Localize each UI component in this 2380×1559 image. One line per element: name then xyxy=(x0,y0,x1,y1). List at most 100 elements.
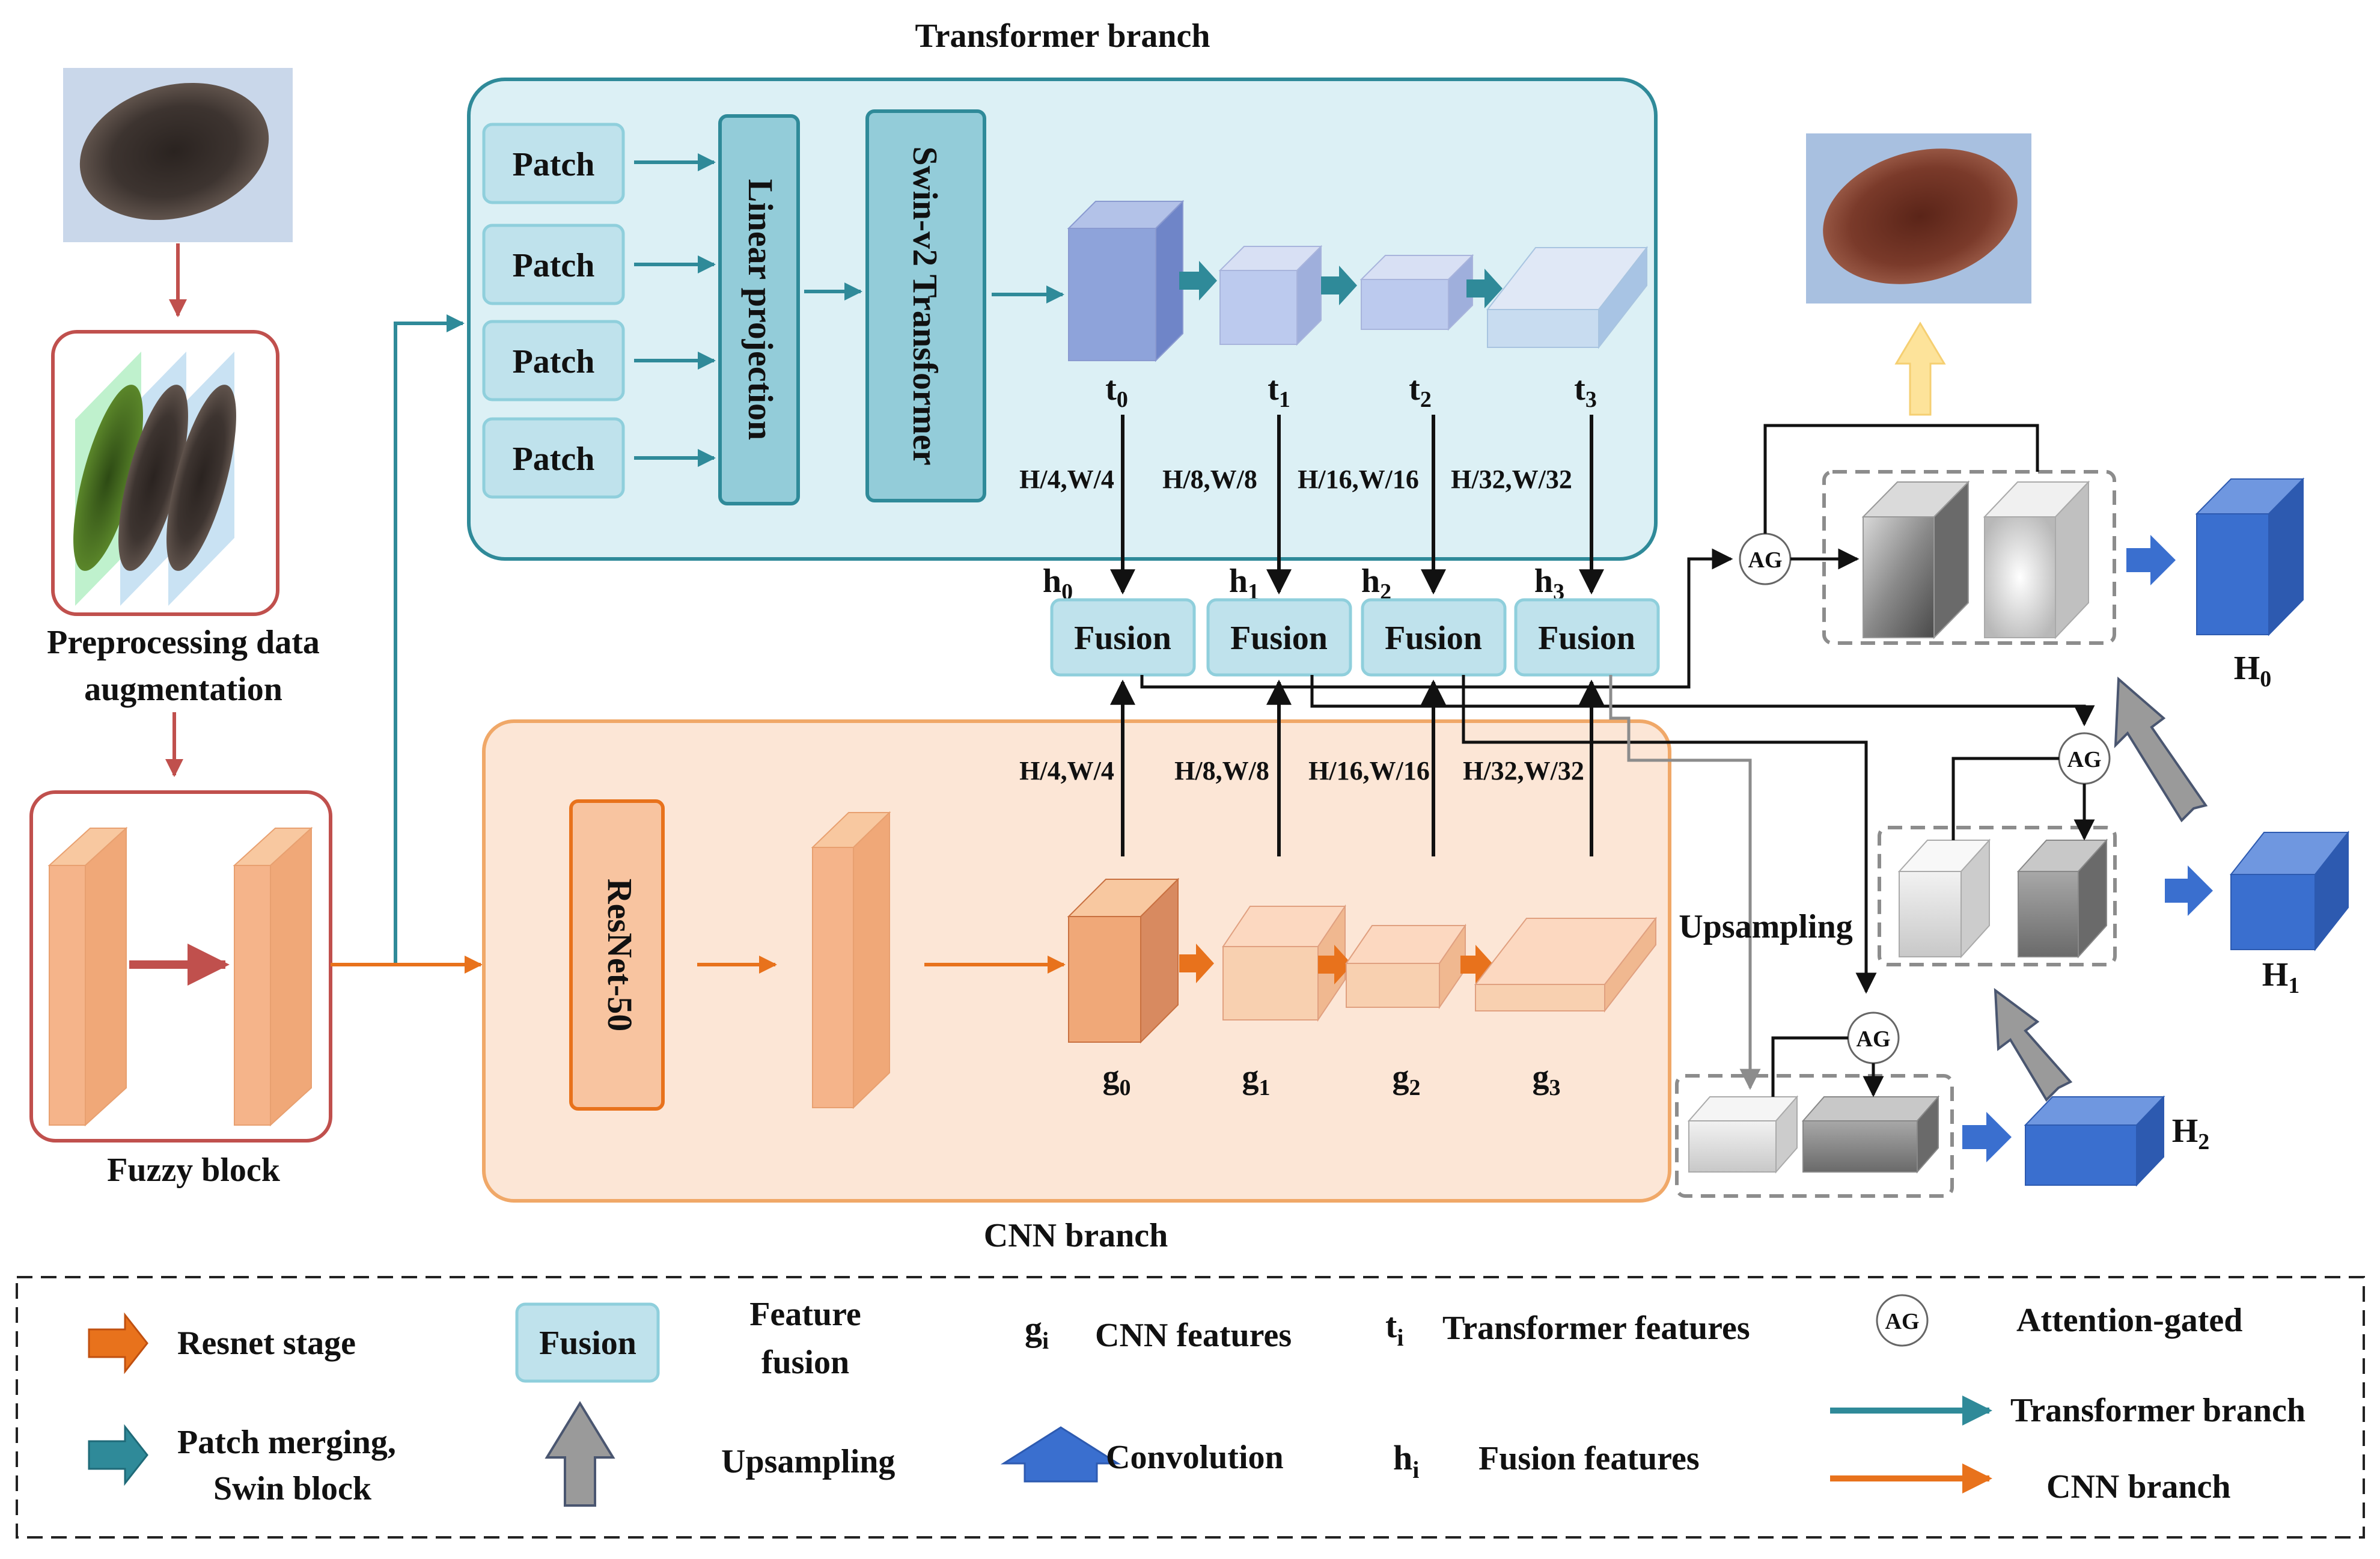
fusion-label-3: Fusion xyxy=(1538,620,1635,657)
legend-fusion-box-label: Fusion xyxy=(539,1325,636,1362)
conv-arrow-1 xyxy=(2165,865,2213,916)
gray-cube-2a xyxy=(1687,1095,1799,1174)
g-res-label-1: H/8,W/8 xyxy=(1174,756,1269,786)
decoder-box-2 xyxy=(1675,1074,1954,1198)
gray-cube-0b xyxy=(1983,480,2090,639)
patch-box-2 xyxy=(482,224,625,305)
resnet-block xyxy=(569,799,665,1111)
cnn-branch-title: CNN branch xyxy=(984,1217,1168,1254)
fuzzy-block-label: Fuzzy block xyxy=(107,1152,281,1189)
linear-projection-label: Linear projection xyxy=(741,179,780,440)
fusion-label-1: Fusion xyxy=(1230,620,1328,657)
t0-label: t0 xyxy=(1105,370,1128,412)
legend-patch-merging-1: Patch merging, xyxy=(177,1424,396,1461)
patch-label-2: Patch xyxy=(513,247,595,284)
preprocessing-label-1: Preprocessing data xyxy=(47,624,320,661)
route-h0-to-ag0 xyxy=(1140,548,1733,689)
fusion-box-0 xyxy=(1050,598,1196,677)
output-cube-h0 xyxy=(2195,477,2305,636)
legend-transformer-features-label: Transformer features xyxy=(1442,1310,1750,1347)
legend-hi-symbol: hi xyxy=(1393,1438,1419,1483)
conv-arrow-0 xyxy=(2126,535,2176,585)
cube-g2 xyxy=(1345,923,1466,1010)
legend-resnet-stage-icon xyxy=(88,1312,148,1374)
resnet-stage-arrow-g1-g2 xyxy=(1318,945,1352,984)
cube-g0 xyxy=(1067,877,1180,1044)
output-cube-h1 xyxy=(2229,831,2350,951)
cube-t2 xyxy=(1359,254,1474,331)
output-cube-h2 xyxy=(2024,1095,2165,1187)
resnet-label: ResNet-50 xyxy=(600,879,639,1031)
ag1-to-cube-line xyxy=(1951,757,2059,840)
g2-label: g2 xyxy=(1393,1058,1421,1100)
patch-column: Patch Patch Patch Patch xyxy=(482,123,625,499)
h0-output-label: H0 xyxy=(2234,650,2272,692)
t1-label: t1 xyxy=(1268,370,1290,412)
patch-box-1 xyxy=(482,123,625,204)
legend-box xyxy=(16,1276,2365,1539)
patch-label-3: Patch xyxy=(513,343,595,380)
legend-feature-fusion-1: Feature xyxy=(749,1296,861,1333)
patch-box-4 xyxy=(482,417,625,499)
preprocessing-box xyxy=(51,330,279,616)
ag-label-0: AG xyxy=(1748,548,1783,573)
patch-label-1: Patch xyxy=(513,146,595,183)
ag2-to-cube-line xyxy=(1771,1036,1848,1097)
t-res-label-3: H/32,W/32 xyxy=(1451,465,1572,494)
fuzzy-block xyxy=(29,790,332,1143)
fusion-box-1 xyxy=(1206,598,1352,677)
upsampling-label: Upsampling xyxy=(1679,908,1852,945)
legend-convolution-icon xyxy=(1000,1426,1121,1483)
gray-cube-0a xyxy=(1861,480,1970,639)
resnet-stage-arrow-g2-g3 xyxy=(1460,945,1494,984)
patch-box-3 xyxy=(482,320,625,401)
route-h2-to-ag2 xyxy=(1462,675,1877,994)
legend-cnn-branch-label: CNN branch xyxy=(2046,1468,2230,1506)
legend-patch-merging-icon xyxy=(88,1424,148,1486)
arrow-to-transformer-branch xyxy=(331,314,465,966)
legend-attention-gated-label: Attention-gated xyxy=(2016,1302,2242,1339)
g1-label: g1 xyxy=(1242,1058,1271,1100)
legend-patch-merging-2: Swin block xyxy=(213,1470,372,1507)
legend-convolution-label: Convolution xyxy=(1106,1439,1284,1476)
t-res-label-1: H/8,W/8 xyxy=(1162,465,1257,494)
swin-transformer-block xyxy=(865,109,986,502)
legend-fusion-box xyxy=(515,1302,660,1383)
fusion-box-3 xyxy=(1514,598,1660,677)
legend-ti-symbol: ti xyxy=(1385,1306,1403,1351)
legend-fusion-features-label: Fusion features xyxy=(1478,1440,1700,1477)
upsample-arrow-h2-to-h1 xyxy=(1994,987,2073,1102)
conv-arrow-2 xyxy=(1962,1112,2012,1162)
output-segmentation-image xyxy=(1806,133,2031,304)
g0-label: g0 xyxy=(1103,1058,1131,1100)
legend-ag-symbol: AG xyxy=(1885,1309,1920,1334)
t-res-label-0: H/4,W/4 xyxy=(1019,465,1114,494)
gray-cube-1b xyxy=(2016,838,2108,959)
legend-cnn-features-label: CNN features xyxy=(1095,1317,1292,1354)
gray-cube-2b xyxy=(1801,1095,1940,1174)
cube-g1 xyxy=(1222,904,1346,1022)
legend-upsampling-icon xyxy=(545,1401,615,1507)
ag-label-2: AG xyxy=(1857,1027,1891,1052)
input-image xyxy=(63,68,293,242)
g-res-label-2: H/16,W/16 xyxy=(1308,756,1430,786)
ag-label-1: AG xyxy=(2067,747,2102,772)
g-res-label-3: H/32,W/32 xyxy=(1463,756,1584,786)
legend-resnet-stage-label: Resnet stage xyxy=(177,1325,356,1362)
upsample-arrow-h1-to-h0 xyxy=(2114,676,2208,823)
route-upsampling xyxy=(1609,675,1761,1090)
cnn-intermediate-feature xyxy=(811,811,891,1109)
t2-label: t2 xyxy=(1409,370,1432,412)
preprocessing-label-2: augmentation xyxy=(84,671,282,708)
cube-g3 xyxy=(1474,917,1658,1013)
yellow-output-arrow xyxy=(1894,322,1946,416)
cube-t3 xyxy=(1486,246,1649,349)
t3-label: t3 xyxy=(1574,370,1597,412)
merge-arrow-t2-t3 xyxy=(1466,269,1503,308)
g3-label: g3 xyxy=(1533,1058,1561,1100)
gray-cube-1a xyxy=(1897,838,1991,959)
ag0-skip-line xyxy=(1763,424,2039,534)
linear-projection-block xyxy=(718,114,800,505)
